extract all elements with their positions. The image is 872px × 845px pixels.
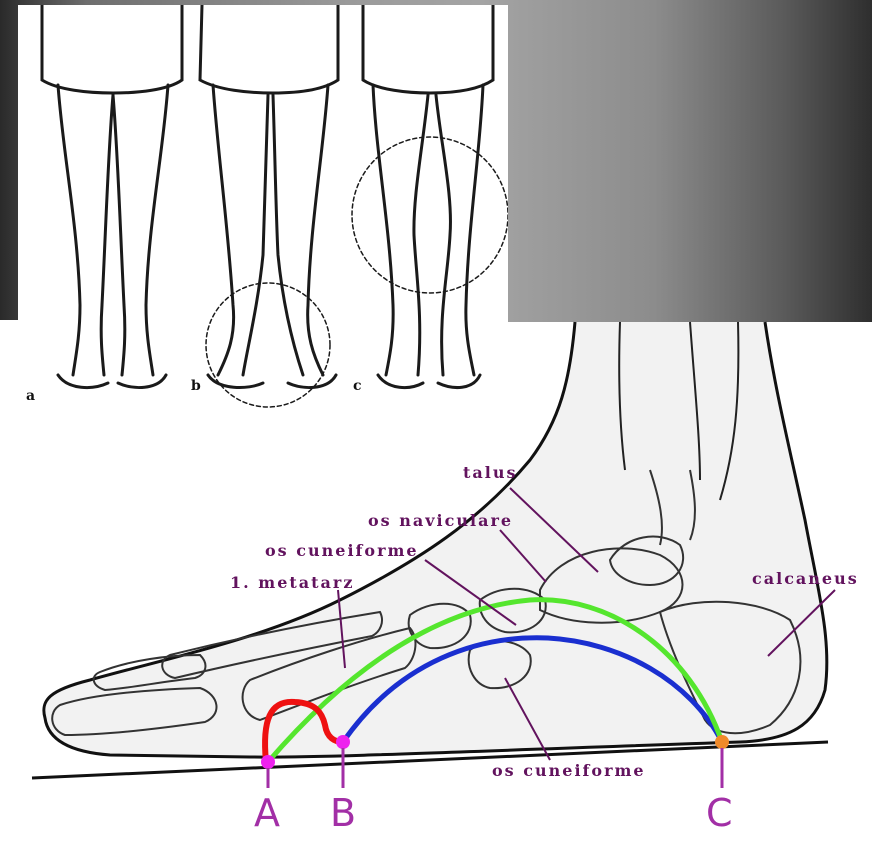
point-c-marker	[715, 735, 729, 749]
talus-label: talus	[463, 463, 517, 482]
os-naviculare-label: os naviculare	[368, 511, 513, 530]
os-cuneiforme-bottom-label: os cuneiforme	[492, 761, 646, 780]
leg-label-b: b	[191, 378, 201, 394]
point-c-label: C	[706, 791, 733, 835]
legs-figure-a	[42, 5, 182, 388]
point-b-label: B	[330, 791, 356, 835]
leg-left-b	[213, 85, 268, 375]
calcaneus-label: calcaneus	[752, 569, 859, 588]
shorts-c	[363, 5, 493, 93]
feet-c	[378, 375, 480, 388]
leg-left-c	[373, 85, 428, 375]
leg-left-a	[58, 85, 113, 375]
point-a-label: A	[254, 791, 280, 835]
leg-label-c: c	[353, 378, 362, 394]
legs-illustration: a b c	[18, 5, 508, 420]
feet-b	[208, 375, 336, 388]
leg-right-b	[273, 85, 328, 375]
point-b-marker	[336, 735, 350, 749]
leg-right-a	[113, 85, 168, 375]
leg-label-a: a	[26, 388, 35, 404]
point-a-marker	[261, 755, 275, 769]
knee-highlight-circle-c	[352, 137, 508, 293]
shorts-b	[200, 5, 338, 93]
leg-right-c	[436, 85, 483, 375]
shorts-a	[42, 5, 182, 93]
feet-a	[58, 375, 166, 388]
legs-illustration-panel: a b c	[18, 5, 508, 420]
metatarz-label: 1. metatarz	[230, 573, 354, 592]
legs-figure-c	[352, 5, 508, 388]
os-cuneiforme-top-label: os cuneiforme	[265, 541, 419, 560]
legs-figure-b	[200, 5, 338, 407]
